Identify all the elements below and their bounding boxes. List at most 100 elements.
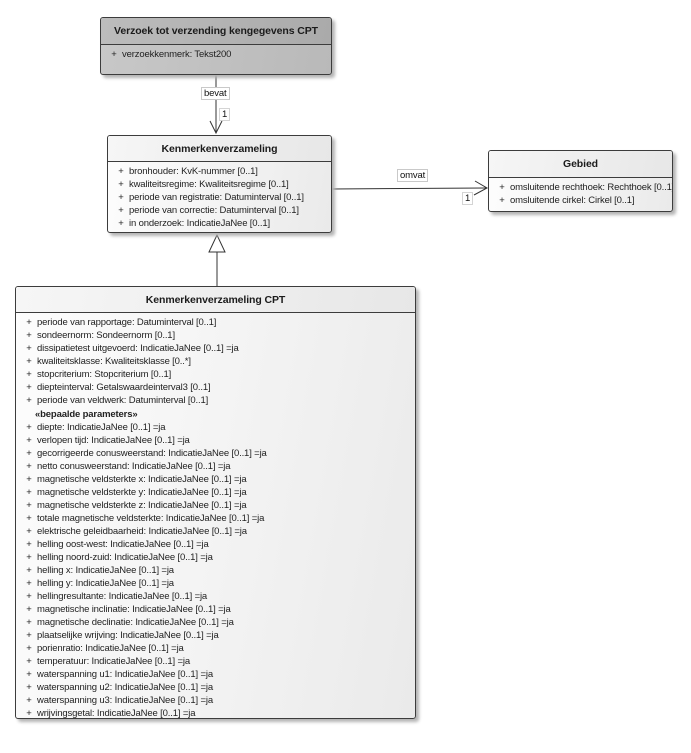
attribute-text: wrijvingsgetal: IndicatieJaNee [0..1] =j… xyxy=(37,708,196,719)
class-attribute: + diepteinterval: Getalswaardeinterval3 [… xyxy=(16,381,415,394)
attribute-text: omsluitende rechthoek: Rechthoek [0..1] xyxy=(510,182,673,193)
visibility-marker: + xyxy=(499,195,505,206)
edge-label-bevat: bevat xyxy=(201,87,230,100)
attribute-text: magnetische veldsterkte z: IndicatieJaNe… xyxy=(37,500,247,511)
class-attributes: + omsluitende rechthoek: Rechthoek [0..1]… xyxy=(489,178,672,207)
visibility-marker: + xyxy=(26,682,32,693)
visibility-marker: + xyxy=(26,356,32,367)
edge-label-omvat: omvat xyxy=(397,169,429,182)
class-attribute: + elektrische geleidbaarheid: IndicatieJa… xyxy=(16,525,415,538)
class-attribute: +verlopen tijd: IndicatieJaNee [0..1] =j… xyxy=(16,434,415,447)
visibility-marker: + xyxy=(118,205,124,216)
class-attribute: +magnetische veldsterkte x: IndicatieJaN… xyxy=(16,473,415,486)
visibility-marker: + xyxy=(26,578,32,589)
class-attribute: +magnetische declinatie: IndicatieJaNee … xyxy=(16,616,415,629)
attribute-text: verzoekkenmerk: Tekst200 xyxy=(122,49,232,60)
class-attribute: +dissipatietest uitgevoerd: IndicatieJaN… xyxy=(16,342,415,355)
class-attribute: +bronhouder: KvK-nummer [0..1] xyxy=(108,165,331,178)
class-attribute: + omsluitende rechthoek: Rechthoek [0..1] xyxy=(489,181,672,194)
attribute-text: kwaliteitsklasse: Kwaliteitsklasse [0..*… xyxy=(37,356,191,367)
visibility-marker: + xyxy=(26,539,32,550)
attribute-text: periode van rapportage: Datuminterval [0… xyxy=(37,317,217,328)
class-attributes: +bronhouder: KvK-nummer [0..1]+kwaliteit… xyxy=(108,162,331,230)
attribute-text: helling oost-west: IndicatieJaNee [0..1]… xyxy=(37,539,209,550)
class-attribute: + helling oost-west: IndicatieJaNee [0..1… xyxy=(16,538,415,551)
attribute-text: periode van veldwerk: Datuminterval [0..… xyxy=(37,395,209,406)
attribute-text: magnetische veldsterkte y: IndicatieJaNe… xyxy=(37,487,247,498)
visibility-marker: + xyxy=(26,500,32,511)
visibility-marker: + xyxy=(26,369,32,380)
attribute-text: «bepaalde parameters» xyxy=(35,409,138,420)
edge-multiplicity-omvat: 1 xyxy=(462,192,474,205)
edge-multiplicity-bevat: 1 xyxy=(219,108,231,121)
class-attribute: +periode van rapportage: Datuminterval [… xyxy=(16,316,415,329)
class-attribute: «bepaalde parameters» xyxy=(16,408,415,421)
class-attribute: + waterspanning u1: IndicatieJaNee [0..1]… xyxy=(16,668,415,681)
visibility-marker: + xyxy=(26,487,32,498)
attribute-text: magnetische veldsterkte x: IndicatieJaNe… xyxy=(37,474,247,485)
attribute-text: helling y: IndicatieJaNee [0..1] =ja xyxy=(37,578,174,589)
class-attribute: + stopcriterium: Stopcriterium [0..1] xyxy=(16,368,415,381)
class-attribute: + magnetische veldsterkte y: IndicatieJaN… xyxy=(16,486,415,499)
visibility-marker: + xyxy=(499,182,505,193)
visibility-marker: + xyxy=(26,448,32,459)
attribute-text: stopcriterium: Stopcriterium [0..1] xyxy=(37,369,172,380)
class-attribute: +periode van registratie: Datuminterval … xyxy=(108,191,331,204)
class-title: Kenmerkenverzameling xyxy=(108,136,331,162)
class-attribute: +in onderzoek: IndicatieJaNee [0..1] xyxy=(108,217,331,230)
attribute-text: waterspanning u3: IndicatieJaNee [0..1] … xyxy=(37,695,214,706)
visibility-marker: + xyxy=(26,513,32,524)
visibility-marker: + xyxy=(26,435,32,446)
visibility-marker: + xyxy=(26,382,32,393)
visibility-marker: + xyxy=(26,526,32,537)
attribute-text: gecorrigeerde conusweerstand: IndicatieJ… xyxy=(37,448,267,459)
attribute-text: periode van registratie: Datuminterval [… xyxy=(129,192,304,203)
class-attribute: +diepte: IndicatieJaNee [0..1] =ja xyxy=(16,421,415,434)
attribute-text: kwaliteitsregime: Kwaliteitsregime [0..1… xyxy=(129,179,289,190)
class-attribute: + helling y: IndicatieJaNee [0..1] =ja xyxy=(16,577,415,590)
attribute-text: magnetische declinatie: IndicatieJaNee [… xyxy=(37,617,234,628)
visibility-marker: + xyxy=(26,669,32,680)
attribute-text: periode van correctie: Datuminterval [0.… xyxy=(129,205,299,216)
attribute-text: netto conusweerstand: IndicatieJaNee [0.… xyxy=(37,461,231,472)
visibility-marker: + xyxy=(26,630,32,641)
visibility-marker: + xyxy=(26,395,32,406)
attribute-text: waterspanning u1: IndicatieJaNee [0..1] … xyxy=(37,669,214,680)
class-attribute: + waterspanning u3: IndicatieJaNee [0..1]… xyxy=(16,694,415,707)
generalization-triangle-icon xyxy=(208,233,226,253)
attribute-text: waterspanning u2: IndicatieJaNee [0..1] … xyxy=(37,682,214,693)
class-attribute: + verzoekkenmerk: Tekst200 xyxy=(101,48,331,61)
class-kenmerkenverzameling[interactable]: Kenmerkenverzameling +bronhouder: KvK-nu… xyxy=(107,135,332,233)
visibility-marker: + xyxy=(118,179,124,190)
visibility-marker: + xyxy=(26,695,32,706)
class-attribute: + kwaliteitsregime: Kwaliteitsregime [0..… xyxy=(108,178,331,191)
attribute-text: helling noord-zuid: IndicatieJaNee [0..1… xyxy=(37,552,213,563)
class-attribute: + hellingresultante: IndicatieJaNee [0..1… xyxy=(16,590,415,603)
visibility-marker: + xyxy=(26,461,32,472)
class-attribute: + periode van correctie: Datuminterval [0… xyxy=(108,204,331,217)
attribute-text: totale magnetische veldsterkte: Indicati… xyxy=(37,513,265,524)
class-attribute: + gecorrigeerde conusweerstand: Indicatie… xyxy=(16,447,415,460)
class-attribute: +magnetische inclinatie: IndicatieJaNee … xyxy=(16,603,415,616)
class-attributes: + periode van rapportage: Datuminterval [… xyxy=(16,313,415,719)
class-attribute: + helling noord-zuid: IndicatieJaNee [0..… xyxy=(16,551,415,564)
attribute-text: diepteinterval: Getalswaardeinterval3 [0… xyxy=(37,382,211,393)
class-attribute: + totale magnetische veldsterkte: Indicat… xyxy=(16,512,415,525)
attribute-text: diepte: IndicatieJaNee [0..1] =ja xyxy=(37,422,166,433)
attribute-text: elektrische geleidbaarheid: IndicatieJaN… xyxy=(37,526,247,537)
class-gebied[interactable]: Gebied + omsluitende rechthoek: Rechthoek… xyxy=(488,150,673,212)
visibility-marker: + xyxy=(111,49,117,60)
attribute-text: temperatuur: IndicatieJaNee [0..1] =ja xyxy=(37,656,190,667)
class-attributes: + verzoekkenmerk: Tekst200 xyxy=(101,45,331,61)
visibility-marker: + xyxy=(26,604,32,615)
visibility-marker: + xyxy=(26,552,32,563)
class-attribute: +omsluitende cirkel: Cirkel [0..1] xyxy=(489,194,672,207)
class-title: Gebied xyxy=(489,151,672,178)
class-kenmerkenverzameling-cpt[interactable]: Kenmerkenverzameling CPT +periode van ra… xyxy=(15,286,416,719)
attribute-text: sondeernorm: Sondeernorm [0..1] xyxy=(37,330,175,341)
class-title: Verzoek tot verzending kengegevens CPT xyxy=(101,18,331,45)
class-attribute: +porienratio: IndicatieJaNee [0..1] =ja xyxy=(16,642,415,655)
visibility-marker: + xyxy=(26,591,32,602)
class-verzoek-tot-verzending-kengegevens-cpt[interactable]: Verzoek tot verzending kengegevens CPT +… xyxy=(100,17,332,75)
attribute-text: hellingresultante: IndicatieJaNee [0..1]… xyxy=(37,591,208,602)
